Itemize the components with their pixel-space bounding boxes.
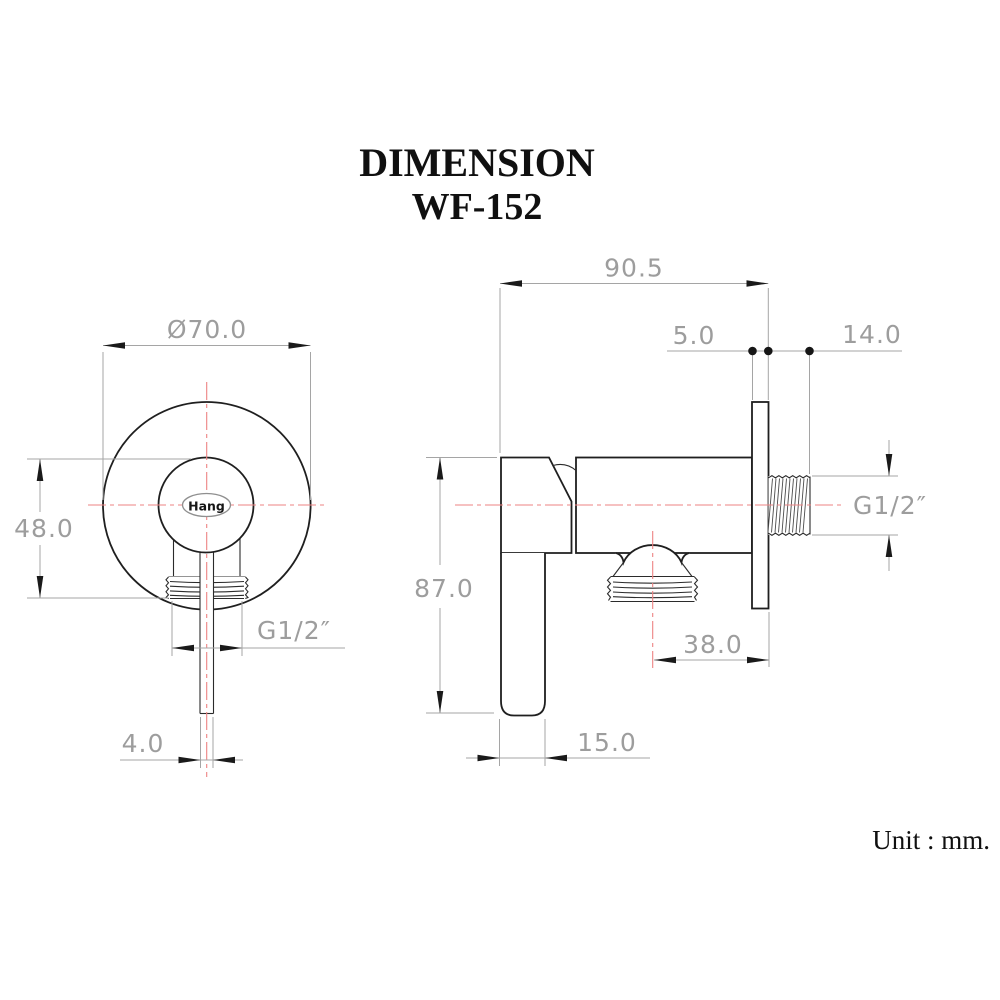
dim-side-plate-and-thread: 5.0 14.0 (667, 320, 902, 474)
page-title: DIMENSION (359, 140, 595, 185)
dim-label-side-thread-length: 14.0 (842, 320, 902, 349)
dim-front-height: 48.0 (14, 458, 191, 599)
side-pivot-curve (552, 463, 577, 471)
dim-dot (764, 346, 773, 356)
unit-note: Unit : mm. (872, 825, 990, 855)
side-view: 90.5 5.0 14.0 87.0 G1/2″ (414, 254, 927, 766)
dim-front-diameter: Ø70.0 (102, 315, 311, 500)
dim-label-side-thread: G1/2″ (853, 491, 927, 520)
dim-side-height: 87.0 (414, 457, 497, 714)
dim-label-side-lever-width: 15.0 (577, 728, 637, 757)
dim-label-side-plate-thickness: 5.0 (673, 321, 716, 350)
front-view: Hang Ø70.0 48.0 G1/2″ (14, 315, 345, 777)
dim-side-thread: G1/2″ (812, 440, 927, 571)
dim-label-front-thread: G1/2″ (257, 616, 331, 645)
dim-side-depth: 90.5 (499, 254, 769, 453)
model-number: WF-152 (412, 186, 543, 228)
brand-logo-text: Hang (188, 499, 225, 514)
side-lever (500, 553, 546, 717)
dim-label-side-depth: 90.5 (604, 254, 664, 283)
dim-label-front-diameter: Ø70.0 (167, 315, 247, 344)
dim-dot (748, 346, 757, 356)
dim-dot (805, 346, 814, 356)
brand-logo-oval (181, 492, 232, 518)
title-block: DIMENSION WF-152 (359, 140, 595, 228)
dim-label-side-outlet-offset: 38.0 (683, 630, 743, 659)
dim-label-front-height: 48.0 (14, 514, 74, 543)
dim-front-thread: G1/2″ (171, 601, 345, 656)
dim-label-front-lever-thickness: 4.0 (122, 729, 165, 758)
dim-side-outlet-offset: 38.0 (654, 612, 770, 667)
side-valve-cap (500, 456, 573, 554)
dim-front-lever-thickness: 4.0 (120, 717, 243, 768)
dim-label-side-height: 87.0 (414, 574, 474, 603)
dim-side-lever-width: 15.0 (466, 719, 650, 766)
brand-logo: Hang (181, 492, 232, 518)
